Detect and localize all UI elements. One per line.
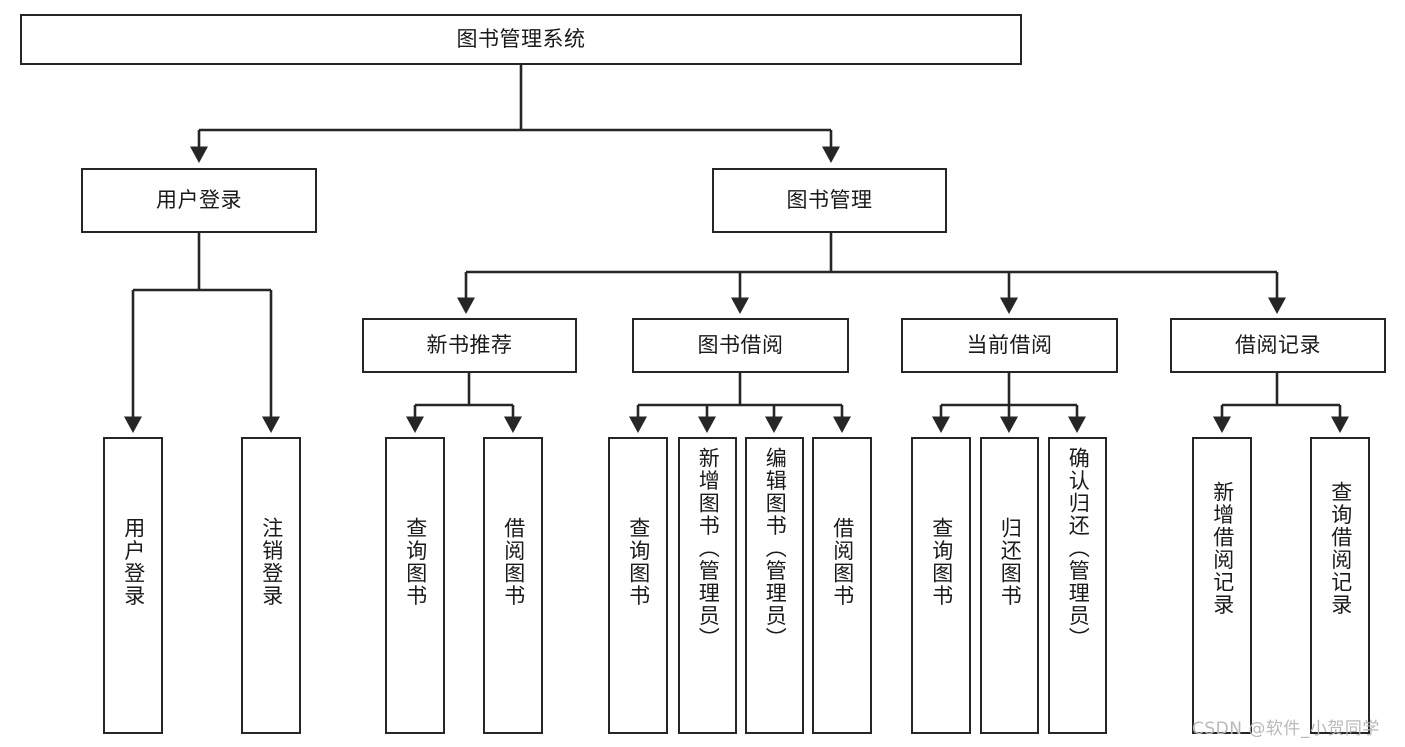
node-label: 注销登录 [259,517,284,607]
leaf-current-borrow-confirm-return-admin[interactable]: 确认归还（管理员） [1048,437,1107,734]
leaf-book-borrow-borrow-book[interactable]: 借阅图书 [812,437,872,734]
leaf-new-book-borrow-book[interactable]: 借阅图书 [483,437,543,734]
leaf-user-login-logout[interactable]: 注销登录 [241,437,301,734]
node-book-management[interactable]: 图书管理 [712,168,947,233]
node-label: 借阅图书 [830,517,855,607]
node-label: 查询图书 [626,517,651,607]
node-label: 归还图书 [998,517,1023,607]
node-label: 确认归还（管理员） [1066,447,1091,650]
node-label: 新增图书（管理员） [696,447,721,650]
node-label: 当前借阅 [966,332,1053,357]
node-label: 用户登录 [156,187,242,212]
leaf-current-borrow-query-book[interactable]: 查询图书 [911,437,971,734]
node-current-borrow[interactable]: 当前借阅 [901,318,1118,373]
node-label: 编辑图书（管理员） [763,447,788,650]
leaf-user-login-login[interactable]: 用户登录 [103,437,163,734]
leaf-book-borrow-add-book-admin[interactable]: 新增图书（管理员） [678,437,737,734]
csdn-watermark: CSDN @软件_小贺同学 [1192,719,1380,739]
leaf-borrow-record-add-record[interactable]: 新增借阅记录 [1192,437,1252,734]
leaf-current-borrow-return-book[interactable]: 归还图书 [980,437,1039,734]
node-label: 新书推荐 [426,332,513,357]
leaf-book-borrow-edit-book-admin[interactable]: 编辑图书（管理员） [745,437,804,734]
node-label: 图书管理 [786,187,873,212]
node-label: 图书管理系统 [456,26,586,51]
node-book-borrow[interactable]: 图书借阅 [632,318,849,373]
node-label: 查询图书 [929,517,954,607]
node-label: 用户登录 [121,517,146,607]
node-label: 查询借阅记录 [1328,481,1353,616]
node-label: 图书借阅 [697,332,784,357]
node-new-book-recommend[interactable]: 新书推荐 [362,318,577,373]
node-root-book-management-system[interactable]: 图书管理系统 [20,14,1022,65]
node-borrow-record[interactable]: 借阅记录 [1170,318,1386,373]
node-label: 新增借阅记录 [1210,481,1235,616]
node-label: 借阅记录 [1235,332,1321,357]
leaf-book-borrow-query-book[interactable]: 查询图书 [608,437,668,734]
node-user-login[interactable]: 用户登录 [81,168,317,233]
leaf-borrow-record-query-record[interactable]: 查询借阅记录 [1310,437,1370,734]
node-label: 借阅图书 [501,517,526,607]
leaf-new-book-query-book[interactable]: 查询图书 [385,437,445,734]
node-label: 查询图书 [403,517,428,607]
